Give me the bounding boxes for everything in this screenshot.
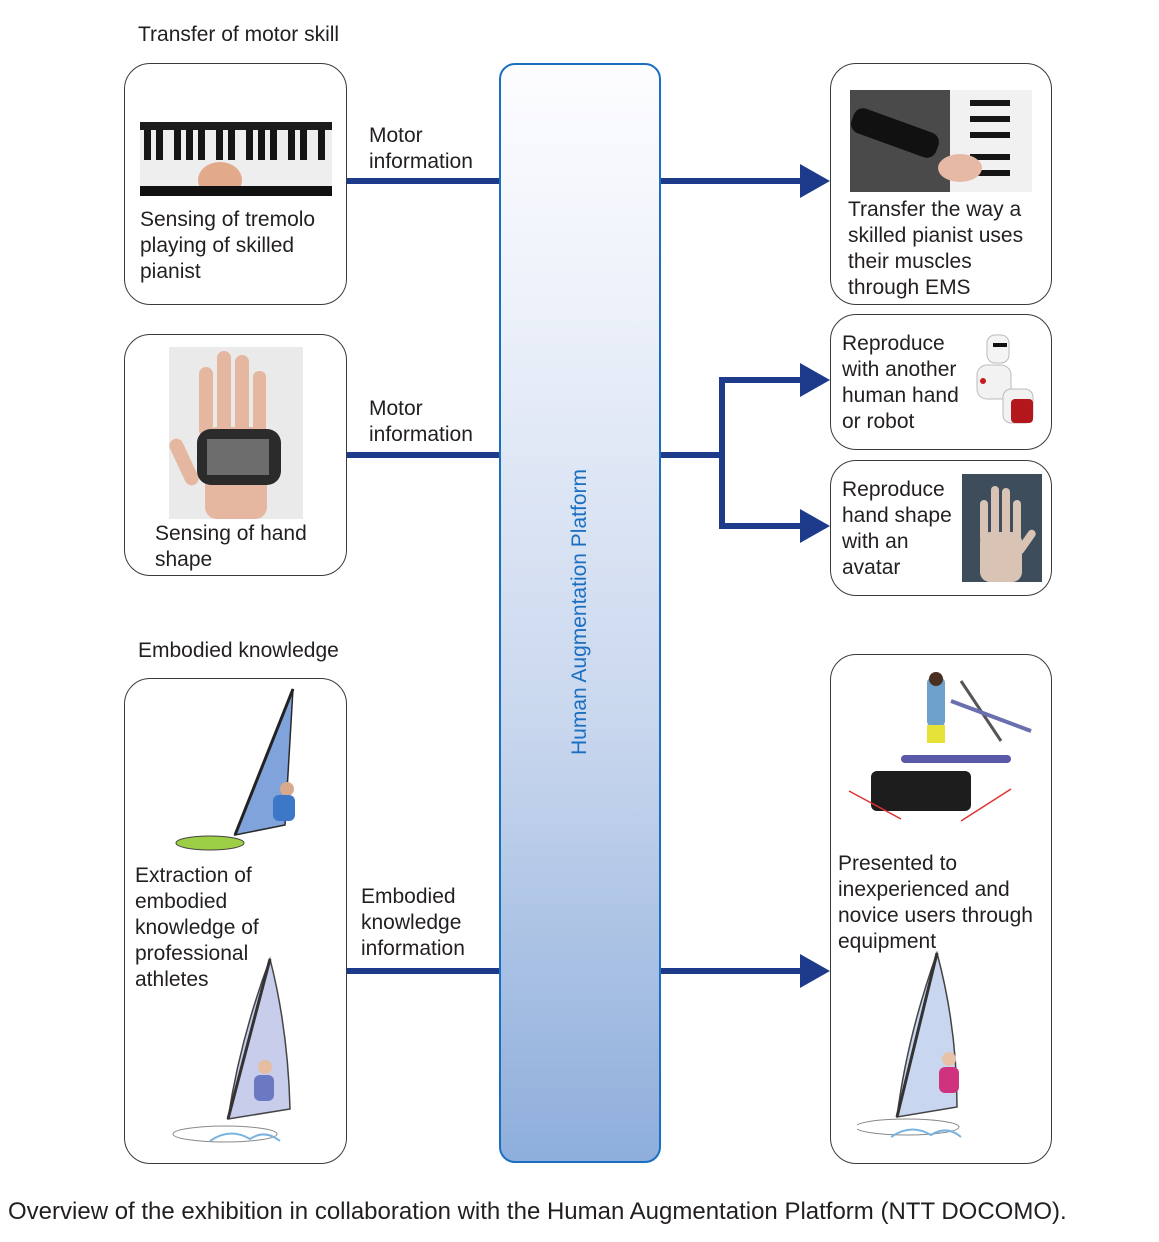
sensor-glove-image: [169, 347, 303, 519]
box-text: Reproduce hand shape with an avatar: [842, 477, 952, 581]
text-line: skilled pianist uses: [848, 224, 1024, 247]
box-reproduce-avatar: Reproduce hand shape with an avatar: [830, 460, 1052, 596]
text-line: Embodied: [361, 885, 456, 908]
text-line: with an: [842, 530, 909, 553]
box-text: Sensing of tremolo playing of skilled pi…: [140, 207, 315, 285]
text-line: through EMS: [848, 276, 971, 299]
arrow-right-icon: [800, 509, 830, 543]
text-line: Extraction of: [135, 864, 252, 887]
platform-label: Human Augmentation Platform: [568, 469, 591, 755]
robot-hand-icon: [976, 334, 1034, 424]
avatar-hand-image: [962, 474, 1042, 582]
text-line: human hand: [842, 384, 959, 407]
human-augmentation-platform: [499, 63, 661, 1163]
connector-branch-bottom: [719, 523, 801, 529]
text-line: information: [361, 937, 465, 960]
connector-label-motor-1: Motor information: [369, 123, 473, 175]
text-line: information: [369, 423, 473, 446]
ems-piano-image: [850, 90, 1032, 192]
connector-branch-top: [719, 377, 801, 383]
text-line: information: [369, 150, 473, 173]
text-line: or robot: [842, 410, 915, 433]
box-text: Presented to inexperienced and novice us…: [838, 851, 1033, 955]
text-line: pianist: [140, 260, 201, 283]
connector-right-1: [661, 178, 801, 184]
box-text: Reproduce with another human hand or rob…: [842, 331, 959, 435]
text-line: professional: [135, 942, 249, 965]
box-sensing-tremolo: Sensing of tremolo playing of skilled pi…: [124, 63, 347, 305]
avatar-hand-icon: [980, 486, 1036, 582]
ems-piano-icon: [851, 90, 1032, 192]
text-line: Sensing of tremolo: [140, 208, 316, 231]
piano-keyboard-image: [140, 122, 332, 196]
arrow-right-icon: [800, 954, 830, 988]
text-line: shape: [155, 548, 213, 571]
box-text: Extraction of embodied knowledge of prof…: [135, 863, 259, 993]
text-line: inexperienced and: [838, 878, 1010, 901]
text-line: avatar: [842, 556, 901, 579]
box-reproduce-robot: Reproduce with another human hand or rob…: [830, 314, 1052, 450]
hand-glove-icon: [169, 351, 281, 519]
text-line: hand shape: [842, 504, 952, 527]
windsurfer-foil-illustration: [175, 688, 295, 851]
text-line: Sensing of hand: [155, 522, 307, 545]
windsurf-simulator-icon: [848, 672, 1032, 822]
arrow-right-icon: [800, 164, 830, 198]
connector-left-3: [347, 968, 499, 974]
box-transfer-ems: Transfer the way a skilled pianist uses …: [830, 63, 1052, 305]
text-line: with another: [842, 358, 957, 381]
text-line: equipment: [838, 930, 937, 953]
text-line: embodied: [135, 890, 228, 913]
text-line: knowledge: [361, 911, 462, 934]
connector-label-embodied: Embodied knowledge information: [361, 884, 465, 962]
arrow-right-icon: [800, 363, 830, 397]
box-extraction-athletes: Extraction of embodied knowledge of prof…: [124, 678, 347, 1164]
text-line: Reproduce: [842, 332, 945, 355]
box-text: Sensing of hand shape: [155, 521, 307, 573]
section-title-motor-skill: Transfer of motor skill: [138, 23, 340, 46]
text-line: their muscles: [848, 250, 972, 273]
connector-left-2: [347, 452, 499, 458]
text-line: Motor: [369, 124, 423, 147]
piano-keyboard-icon: [140, 130, 332, 196]
text-line: athletes: [135, 968, 209, 991]
windsurfer-illustration: [172, 956, 291, 1143]
connector-right-3: [661, 968, 801, 974]
box-presented-equipment: Presented to inexperienced and novice us…: [830, 654, 1052, 1164]
connector-left-1: [347, 178, 499, 184]
text-line: Motor: [369, 397, 423, 420]
text-line: Reproduce: [842, 478, 945, 501]
connector-label-motor-2: Motor information: [369, 396, 473, 448]
box-text: Transfer the way a skilled pianist uses …: [848, 197, 1023, 301]
text-line: Transfer the way a: [848, 198, 1022, 221]
text-line: playing of skilled: [140, 234, 295, 257]
text-line: novice users through: [838, 904, 1033, 927]
box-sensing-hand-shape: Sensing of hand shape: [124, 334, 347, 576]
novice-windsurfer-icon: [857, 950, 962, 1138]
connector-branch-vertical: [719, 377, 725, 529]
connector-right-2: [661, 452, 723, 458]
text-line: knowledge of: [135, 916, 259, 939]
figure-caption: Overview of the exhibition in collaborat…: [8, 1198, 1067, 1225]
section-title-embodied-knowledge: Embodied knowledge: [138, 639, 339, 662]
text-line: Presented to: [838, 852, 958, 875]
